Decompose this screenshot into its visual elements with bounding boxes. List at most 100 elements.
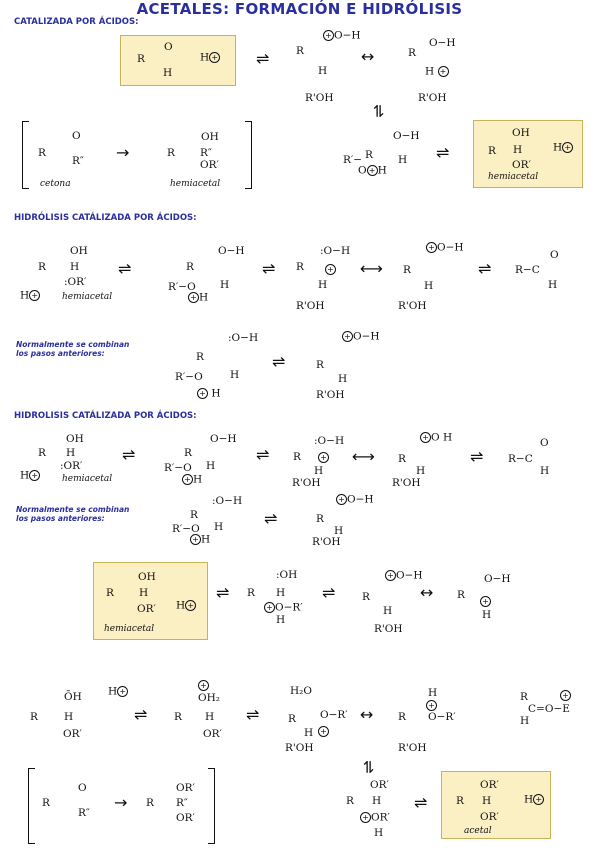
hyd2-s4-R: R: [398, 453, 406, 465]
roh-combo: R'OH: [316, 389, 345, 401]
carbonyl-H: H: [163, 67, 173, 79]
hyd2-s2-R: R: [184, 447, 192, 459]
bot-s4-H: H: [428, 687, 438, 699]
hyd2-H: H: [66, 447, 76, 459]
bot-s3-O: O−R′: [320, 709, 348, 721]
bot-ketal-R: R: [146, 797, 154, 809]
equilibrium-arrow-hyd2-1: ⇌: [122, 445, 136, 464]
label-hemiacetal-hyd: hemiacetal: [62, 292, 113, 302]
bot-ketal-R2: R″: [176, 797, 188, 809]
combo2-prod-O: +O−H: [336, 494, 374, 506]
hyd2-s4-H: H: [416, 465, 426, 477]
section-label-hydrolysis: HIDRÓLISIS CATÁLIZADA POR ÁCIDOS:: [14, 213, 197, 223]
resonance-arrow-hyd2: ⟷: [352, 447, 375, 466]
oxonium-fragment: R: [296, 45, 304, 57]
bot-ketal-OR1: OR′: [176, 782, 195, 794]
bot-pre-acetal-H: H: [372, 795, 382, 807]
combo-OH: :O−H: [228, 332, 259, 344]
equilibrium-arrow-combo2: ⇌: [264, 509, 278, 528]
bot-s1-H: H: [64, 711, 74, 723]
bot-s3-plus: +: [318, 726, 329, 738]
label-hemiacetal-hyd2: hemiacetal: [62, 474, 113, 484]
positive-charge-icon: +: [209, 52, 221, 63]
aldehyde2-H: H: [540, 465, 550, 477]
right-bracket-bot: [208, 768, 215, 844]
bot-ketone-O: O: [78, 782, 87, 794]
row4-s2-O: +O−R′: [264, 602, 303, 614]
aldehyde2-R: R−C: [508, 453, 533, 465]
hyd-step2-H: H: [220, 279, 230, 291]
hemi2-Hplus: H+: [176, 600, 197, 612]
page-title: ACETALES: FORMACIÓN E HIDRÓLISIS: [136, 0, 463, 18]
hemiacetal-box-OR: OR′: [512, 159, 531, 171]
left-bracket: [22, 121, 29, 189]
combo-prod-O: +O−H: [342, 331, 380, 343]
ketone-R2: R″: [72, 155, 84, 167]
label-hemiacetal-box2: hemiacetal: [104, 624, 155, 634]
hyd-step4-H: H: [424, 280, 434, 292]
bot-s3-R: R: [288, 713, 296, 725]
hyd2-s3-R: R: [293, 451, 301, 463]
oxocarbenium-H: H: [520, 715, 530, 727]
combo2-prod-H: H: [334, 525, 344, 537]
hyd-step3-H: H: [318, 279, 328, 291]
row4-s3-H: H: [383, 605, 393, 617]
section-label-hydrolysis-2: HIDROLISIS CATÁLIZADA POR ÁCIDOS:: [14, 411, 197, 421]
highlight-box-hemiacetal: [473, 120, 583, 188]
resonance-arrow-hyd: ⟷: [360, 259, 383, 278]
row4-s3-R: R: [362, 591, 370, 603]
hyd-step2-Hplus: +H: [188, 292, 208, 304]
row4-s2-R: R: [247, 587, 255, 599]
bot-s1-Hplus: H+: [108, 686, 129, 698]
protonated-hemiacetal-O: O+H: [358, 164, 387, 177]
label-hemiacetal-box: hemiacetal: [488, 172, 539, 182]
oxocarbenium-C: C=O−E: [528, 703, 570, 715]
hyd2-Hplus: H+: [20, 470, 41, 482]
hyd-step2-R: R: [186, 261, 194, 273]
reaction-arrow-ketone: →: [116, 143, 130, 162]
label-cetona: cetona: [40, 179, 71, 189]
hyd-step2-OH: O−H: [218, 245, 245, 257]
equilibrium-arrow: ⇌: [256, 49, 270, 68]
protonated-hemiacetal-R1: R: [365, 149, 373, 161]
oxonium-oh: +O−H: [323, 30, 361, 42]
resonance-arrow: ↔: [361, 47, 375, 66]
acetal-OR1: OR′: [480, 779, 499, 791]
combo-O: R′−O: [175, 371, 203, 383]
bot-s2-OH2-label: OH₂: [198, 692, 220, 704]
roh-hyd-1: R'OH: [296, 300, 325, 312]
combo-R: R: [196, 351, 204, 363]
bot-s3-H: H: [304, 727, 314, 739]
hyd2-s4-O: +O H: [420, 432, 452, 444]
label-hemiacetal-1: hemiacetal: [170, 179, 221, 189]
oxonium-h: H: [318, 65, 328, 77]
hemiacetal-box-Hplus: H+: [553, 142, 574, 154]
oxocarbenium-R: R: [520, 691, 528, 703]
hemi2-OH: OH: [138, 571, 156, 583]
protonated-hemiacetal-h: H: [398, 154, 408, 166]
combo-prod-R: R: [316, 359, 324, 371]
hyd2-OH: OH: [66, 433, 84, 445]
hyd2-R: R: [38, 447, 46, 459]
right-bracket: [245, 121, 252, 189]
hemiacetal-box-R: R: [488, 145, 496, 157]
hyd-step3-OH: :O−H: [320, 245, 351, 257]
roh-hyd-2: R'OH: [398, 300, 427, 312]
hyd2-OR: :OR′: [60, 460, 83, 472]
row4-s2-Hb: H: [276, 614, 286, 626]
acetal-R: R: [456, 795, 464, 807]
hyd-step4-R: R: [403, 264, 411, 276]
reaction-arrow-bot-ketone: →: [114, 793, 128, 812]
hyd2-s2-Hplus: +H: [182, 474, 202, 486]
combo-Hplus: + H: [197, 388, 221, 400]
equilibrium-arrow-bot-1: ⇌: [134, 705, 148, 724]
hyd2-s3-H: H: [314, 465, 324, 477]
hemi2-H: H: [139, 587, 149, 599]
equilibrium-arrow-hemi: ⇌: [436, 143, 450, 162]
hyd-step3-plus: +: [325, 264, 336, 276]
aldehyde-R: R−C: [515, 264, 540, 276]
combo2-H: H: [214, 521, 224, 533]
bot-s1-R: R: [30, 711, 38, 723]
equilibrium-arrow-hyd2-2: ⇌: [256, 445, 270, 464]
